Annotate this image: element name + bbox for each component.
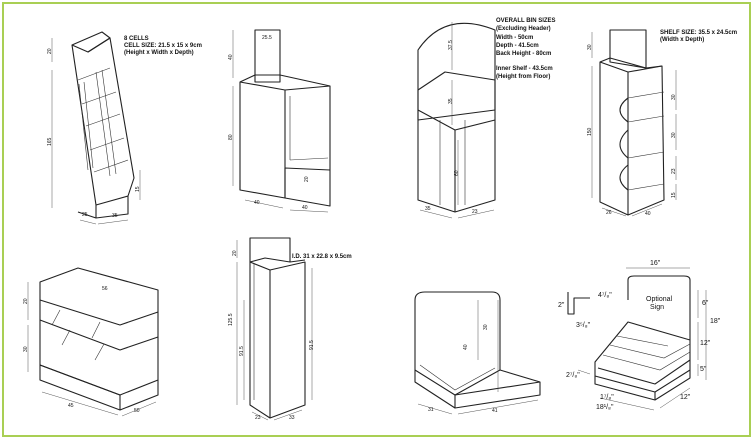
u8-dim-6: 6" bbox=[702, 300, 709, 307]
u4-dim-height: 150 bbox=[587, 127, 593, 136]
u8-sign-l1: Optional bbox=[646, 296, 673, 303]
u4-dim-s1: 30 bbox=[671, 94, 677, 100]
u6-dim-right: 91.5 bbox=[309, 340, 315, 350]
u4-shelf-note: (Width x Depth) bbox=[660, 37, 705, 43]
u3-dim-depth: 35 bbox=[425, 206, 431, 212]
u8-dim-12w: 12" bbox=[680, 394, 691, 401]
unit-5-stepped-tray bbox=[27, 267, 159, 417]
u2-dim-inner: 20 bbox=[304, 176, 310, 182]
u4-dim-s4: 15 bbox=[671, 192, 677, 198]
u1-cell-size: CELL SIZE: 21.5 x 15 x 9cm bbox=[124, 43, 202, 49]
u1-dim-header: 20 bbox=[47, 48, 53, 54]
u2-dim-header-h: 40 bbox=[228, 54, 234, 60]
unit-3-hexagonal-bin bbox=[417, 22, 496, 219]
u2-dim-height: 80 bbox=[228, 134, 234, 140]
u7-dim-width: 41 bbox=[492, 408, 498, 414]
u4-dim-depth: 26 bbox=[606, 210, 612, 216]
u8-dim-18h: 18" bbox=[710, 318, 721, 325]
u3-depth: Depth - 41.5cm bbox=[496, 43, 539, 49]
u7-dim-mid: 40 bbox=[463, 344, 469, 350]
u3-dim-mid: 35 bbox=[448, 98, 454, 104]
u5-dim-width: 50 bbox=[134, 408, 140, 414]
u7-dim-depth: 31 bbox=[428, 407, 434, 413]
u4-shelf-size: SHELF SIZE: 35.5 x 24.5cm bbox=[660, 30, 738, 36]
u3-inner-shelf: Inner Shelf - 43.5cm bbox=[496, 66, 553, 72]
u6-dim-header: 20 bbox=[232, 250, 238, 256]
u1-dim-height: 165 bbox=[47, 137, 53, 146]
u6-dim-body: 91.5 bbox=[239, 346, 245, 356]
u3-inner-note: (Height from Floor) bbox=[496, 74, 551, 80]
u8-detail-h: 2" bbox=[558, 302, 565, 309]
u6-dim-width: 33 bbox=[289, 415, 295, 421]
u4-dim-s3: 23 bbox=[671, 168, 677, 174]
u7-dim-back: 30 bbox=[483, 324, 489, 330]
u3-dim-low: 60 bbox=[454, 170, 460, 176]
u8-dim-top-w: 16" bbox=[650, 260, 661, 267]
unit-4-shelf-display bbox=[591, 29, 677, 217]
sheet-frame bbox=[2, 2, 751, 437]
u6-inner-dims: I.D. 31 x 22.8 x 9.5cm bbox=[292, 254, 352, 260]
u1-cell-note: (Height x Width x Depth) bbox=[124, 50, 194, 56]
u2-dim-depth: 40 bbox=[254, 200, 260, 206]
u1-dim-width: 35 bbox=[112, 213, 118, 219]
unit-7-low-tray bbox=[414, 291, 541, 415]
u3-back-height: Back Height - 80cm bbox=[496, 51, 552, 57]
u8-sign-l2: Sign bbox=[650, 304, 665, 311]
u1-dim-base: 15 bbox=[135, 186, 141, 192]
u3-dim-width: 23 bbox=[472, 209, 478, 215]
u1-dim-depth: 25 bbox=[82, 212, 88, 218]
u3-subtitle: (Excluding Header) bbox=[496, 26, 551, 32]
unit-8-tiered-tray bbox=[567, 267, 707, 411]
u3-title: OVERALL BIN SIZES bbox=[496, 18, 556, 24]
u3-dim-header: 37.5 bbox=[448, 40, 454, 50]
u5-dim-depth: 45 bbox=[68, 403, 74, 409]
u6-dim-total: 125.5 bbox=[228, 313, 234, 326]
u6-dim-depth: 23 bbox=[255, 415, 261, 421]
u8-detail-w1: 4⁷/₈" bbox=[598, 292, 612, 299]
u5-dim-height: 30 bbox=[23, 346, 29, 352]
unit-6-tall-box bbox=[236, 237, 313, 421]
u8-dim-18w: 18¹/₈" bbox=[596, 404, 614, 411]
u1-title: 8 CELLS bbox=[124, 36, 149, 42]
u4-dim-header: 30 bbox=[587, 44, 593, 50]
u4-dim-width: 40 bbox=[645, 211, 651, 217]
unit-2-header-bin bbox=[232, 29, 331, 213]
u8-dim-1: 1⁷/₈" bbox=[600, 394, 614, 401]
u8-dim-5: 5" bbox=[700, 366, 707, 373]
u5-dim-header: 20 bbox=[23, 298, 29, 304]
u3-width: Width - 50cm bbox=[496, 35, 534, 41]
u2-dim-width: 40 bbox=[302, 205, 308, 211]
u8-dim-2: 2⁷/₈" bbox=[566, 372, 580, 379]
u5-dim-top: 56 bbox=[102, 286, 108, 292]
u8-dim-12h: 12" bbox=[700, 340, 711, 347]
u8-detail-w2: 3⁵/₈" bbox=[576, 322, 591, 329]
u4-dim-s2: 30 bbox=[671, 132, 677, 138]
u2-dim-header-w: 25.5 bbox=[262, 35, 272, 41]
unit-1-eight-cell-display bbox=[51, 31, 141, 225]
